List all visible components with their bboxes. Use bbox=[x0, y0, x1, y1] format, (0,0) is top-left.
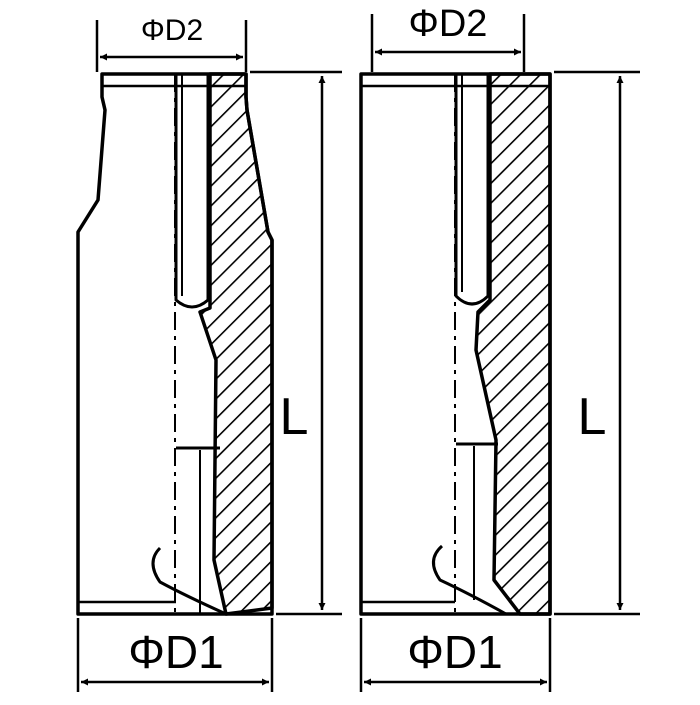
left-dim-length-label: L bbox=[280, 388, 309, 446]
right-dim-d1-label: ΦD1 bbox=[407, 626, 503, 678]
left-socket bbox=[76, 72, 274, 616]
left-dim-d1 bbox=[76, 618, 274, 692]
right-dim-length-label: L bbox=[578, 388, 607, 446]
right-dim-length bbox=[554, 70, 640, 616]
right-dim-d2-label: ΦD2 bbox=[409, 3, 488, 45]
left-socket-hatched-wall bbox=[198, 72, 274, 616]
left-dim-length bbox=[250, 70, 342, 616]
left-dim-d2-label: ΦD2 bbox=[141, 14, 203, 47]
right-socket bbox=[359, 72, 552, 616]
right-dim-d1 bbox=[359, 618, 552, 692]
left-socket-outline bbox=[76, 72, 274, 616]
left-dim-d1-label: ΦD1 bbox=[128, 626, 224, 678]
right-dim-d2 bbox=[370, 14, 526, 72]
left-dim-d2 bbox=[95, 20, 248, 72]
